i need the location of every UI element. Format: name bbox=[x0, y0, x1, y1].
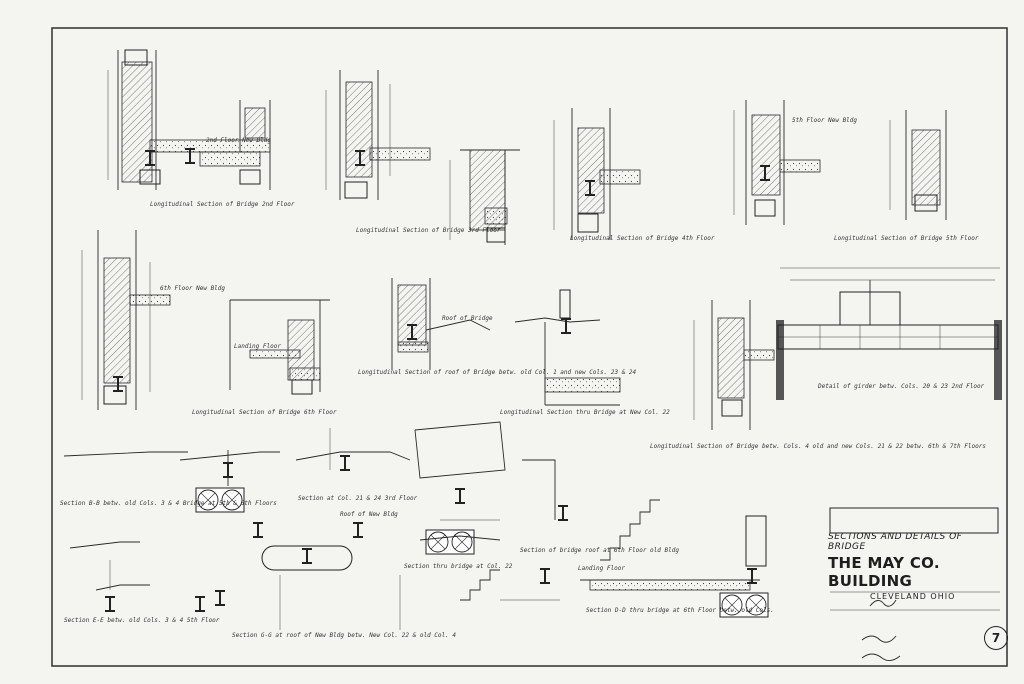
detail-2nd-floor: 2nd Floor New Bldg Longitudinal Section … bbox=[107, 49, 295, 208]
building-name: THE MAY CO. BUILDING bbox=[828, 554, 940, 590]
label-roof-of-bridge: Roof of Bridge bbox=[442, 315, 493, 322]
caption-bridge-roof: Section of bridge roof at 6th Floor old … bbox=[520, 547, 679, 554]
label-6th-floor-new-bldg: 6th Floor New Bldg bbox=[160, 285, 225, 292]
detail-stairs-lower: Section D-D thru bridge at 6th Floor bet… bbox=[460, 569, 774, 614]
revision-box bbox=[829, 507, 999, 534]
caption-col-22: Longitudinal Section thru Bridge at New … bbox=[500, 409, 670, 416]
detail-stairs-center: Landing Floor Section of bridge roof at … bbox=[520, 459, 769, 618]
detail-thru-bridge: Section thru bridge at Col. 22 bbox=[404, 535, 513, 570]
caption-2nd-floor: Longitudinal Section of Bridge 2nd Floor bbox=[150, 201, 295, 208]
detail-section-col21: Section at Col. 21 & 24 3rd Floor bbox=[295, 428, 418, 502]
detail-section-bb: Section B-B betw. old Cols. 3 & 4 Bridge… bbox=[60, 450, 280, 513]
caption-thru-bridge: Section thru bridge at Col. 22 bbox=[404, 563, 513, 570]
detail-section-col22 bbox=[414, 421, 506, 555]
caption-section-gg: Section G-G at roof of New Bldg betw. Ne… bbox=[232, 632, 456, 639]
detail-6th-landing: Landing Floor bbox=[229, 299, 330, 395]
caption-section-dd: Section D-D thru bridge at 6th Floor bet… bbox=[586, 607, 774, 614]
city-name: CLEVELAND OHIO bbox=[870, 592, 956, 601]
detail-section-gg: Roof of New Bldg Section G-G at roof of … bbox=[215, 511, 456, 639]
detail-5th-floor: 5th Floor New Bldg bbox=[733, 100, 857, 225]
caption-3rd-floor: Longitudinal Section of Bridge 3rd Floor bbox=[356, 227, 501, 234]
title-block: SECTIONS AND DETAILS OF BRIDGE THE MAY C… bbox=[828, 532, 998, 601]
caption-section-bb: Section B-B betw. old Cols. 3 & 4 Bridge… bbox=[60, 500, 277, 507]
caption-6th-floor: Longitudinal Section of Bridge 6th Floor bbox=[192, 409, 337, 416]
detail-col-22: Longitudinal Section thru Bridge at New … bbox=[500, 289, 670, 416]
label-roof-new-bldg: Roof of New Bldg bbox=[340, 511, 398, 518]
label-landing-floor: Landing Floor bbox=[234, 343, 281, 350]
sheet-border bbox=[51, 27, 1008, 667]
sheet-number: 7 bbox=[984, 626, 1008, 650]
approval-signature bbox=[869, 599, 897, 607]
checked-by-signature bbox=[861, 653, 901, 661]
label-2nd-floor-new-bldg: 2nd Floor New Bldg bbox=[206, 137, 271, 144]
label-5th-floor-new-bldg: 5th Floor New Bldg bbox=[792, 117, 857, 124]
caption-4th-floor: Longitudinal Section of Bridge 4th Floor bbox=[570, 235, 715, 242]
detail-4th-floor: Longitudinal Section of Bridge 4th Floor bbox=[553, 108, 715, 242]
detail-girder: Detail of girder betw. Cols. 20 & 23 2nd… bbox=[776, 267, 1002, 400]
detail-section-ee: Section E-E betw. old Cols. 3 & 4 5th Fl… bbox=[64, 541, 220, 624]
caption-5th-floor: Longitudinal Section of Bridge 5th Floor bbox=[834, 235, 979, 242]
drawn-by-signature bbox=[861, 635, 897, 643]
detail-5th-floor-b: Longitudinal Section of Bridge 5th Floor bbox=[834, 110, 979, 242]
detail-3rd-floor: Longitudinal Section of Bridge 3rd Floor bbox=[325, 70, 501, 234]
caption-roof-bridge: Longitudinal Section of roof of Bridge b… bbox=[358, 369, 637, 376]
caption-section-ee: Section E-E betw. old Cols. 3 & 4 5th Fl… bbox=[64, 617, 220, 624]
caption-girder: Detail of girder betw. Cols. 20 & 23 2nd… bbox=[817, 383, 985, 390]
detail-6th-floor: 6th Floor New Bldg Longitudinal Section … bbox=[81, 230, 337, 416]
detail-roof-bridge: Roof of Bridge Longitudinal Section of r… bbox=[358, 278, 637, 376]
sheet-heading: SECTIONS AND DETAILS OF BRIDGE bbox=[828, 532, 963, 552]
detail-6th-7th: Longitudinal Section of Bridge betw. Col… bbox=[650, 300, 986, 450]
label-landing-floor-2: Landing Floor bbox=[578, 565, 625, 572]
caption-section-col21: Section at Col. 21 & 24 3rd Floor bbox=[298, 495, 418, 502]
caption-6th-7th: Longitudinal Section of Bridge betw. Col… bbox=[650, 443, 986, 450]
detail-3rd-floor-b bbox=[449, 149, 520, 245]
